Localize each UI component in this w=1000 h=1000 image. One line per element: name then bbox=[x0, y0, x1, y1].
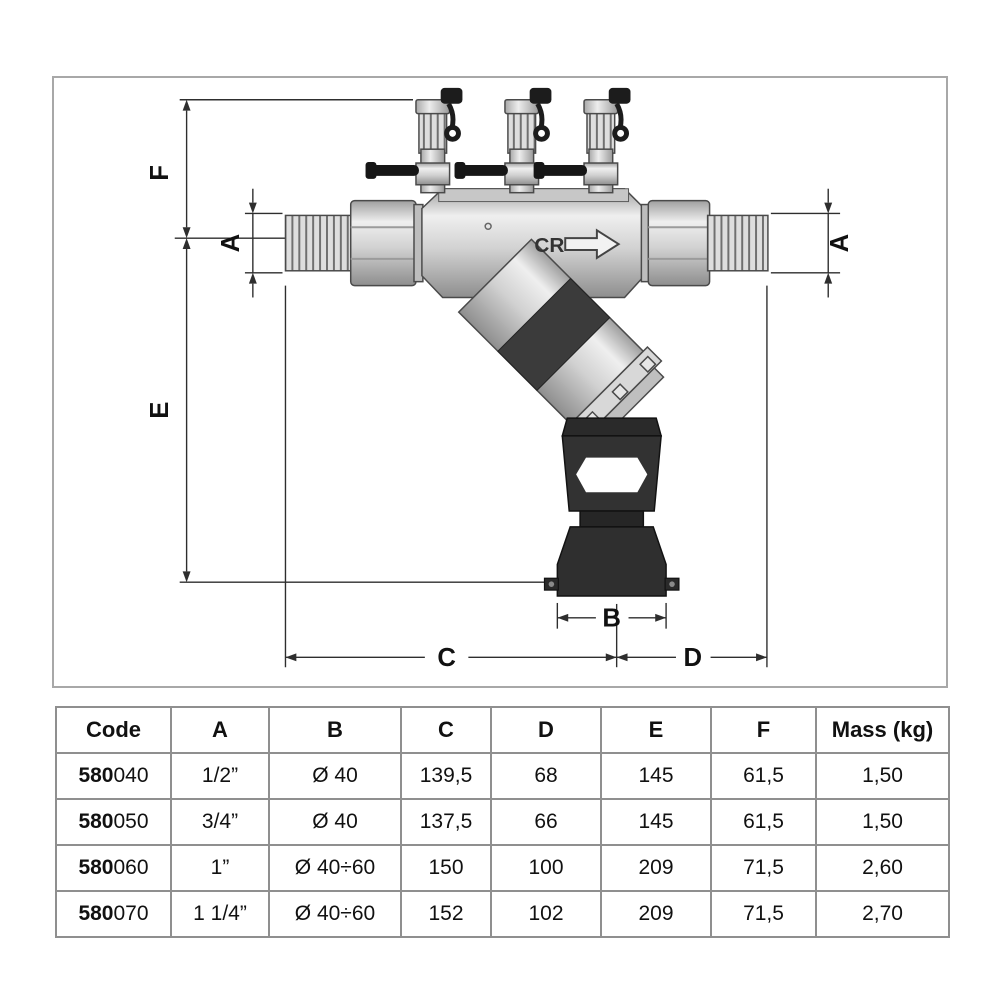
test-port-2 bbox=[454, 87, 552, 194]
code-prefix: 580 bbox=[78, 810, 114, 833]
code-suffix: 060 bbox=[113, 856, 149, 879]
cell-a: 1” bbox=[170, 844, 270, 892]
cell-c: 139,5 bbox=[400, 752, 492, 800]
dimension-c: C bbox=[285, 644, 617, 672]
test-port-1-cap bbox=[440, 87, 463, 104]
left-union-nut bbox=[349, 199, 417, 287]
dimension-a-left-label: A bbox=[217, 234, 245, 253]
cell-f: 61,5 bbox=[710, 752, 817, 800]
valve-assembly: CR bbox=[284, 87, 769, 597]
dimension-a-left: A bbox=[217, 188, 283, 298]
table-row: 580040 1/2” Ø 40 139,5 68 145 61,5 1,50 bbox=[55, 752, 950, 800]
cell-code: 580050 bbox=[55, 798, 172, 846]
table-header-row: Code A B C D E F Mass (kg) bbox=[55, 706, 950, 754]
right-union-nut bbox=[647, 199, 711, 287]
cell-b: Ø 40 bbox=[268, 798, 402, 846]
header-f: F bbox=[710, 706, 817, 754]
vent-hole bbox=[484, 222, 492, 231]
discharge-funnel bbox=[543, 417, 680, 597]
test-port-3-handle bbox=[539, 164, 587, 176]
dimension-e-label: E bbox=[146, 402, 174, 419]
code-prefix: 580 bbox=[78, 764, 114, 787]
dimension-b-label: B bbox=[602, 605, 621, 633]
header-d: D bbox=[490, 706, 602, 754]
table-row: 580070 1 1/4” Ø 40÷60 152 102 209 71,5 2… bbox=[55, 890, 950, 938]
valve-drawing: F E bbox=[146, 87, 854, 672]
flow-direction-arrow-icon bbox=[564, 228, 621, 260]
cell-mass: 2,70 bbox=[815, 890, 950, 938]
cell-code: 580060 bbox=[55, 844, 172, 892]
cell-mass: 1,50 bbox=[815, 798, 950, 846]
cell-a: 1/2” bbox=[170, 752, 270, 800]
cell-f: 71,5 bbox=[710, 890, 817, 938]
brand-mark: CR bbox=[534, 234, 564, 257]
cell-c: 137,5 bbox=[400, 798, 492, 846]
cell-a: 3/4” bbox=[170, 798, 270, 846]
cell-e: 145 bbox=[600, 752, 712, 800]
header-c: C bbox=[400, 706, 492, 754]
cell-c: 152 bbox=[400, 890, 492, 938]
header-e: E bbox=[600, 706, 712, 754]
test-port-3 bbox=[533, 87, 631, 194]
dimension-d-label: D bbox=[683, 644, 702, 672]
cell-e: 145 bbox=[600, 798, 712, 846]
cell-mass: 1,50 bbox=[815, 752, 950, 800]
cell-e: 209 bbox=[600, 844, 712, 892]
test-port-2-cap bbox=[529, 87, 552, 104]
test-port-1-handle bbox=[371, 164, 419, 176]
funnel-bolt-left bbox=[548, 581, 555, 587]
cell-f: 71,5 bbox=[710, 844, 817, 892]
cell-e: 209 bbox=[600, 890, 712, 938]
cell-code: 580070 bbox=[55, 890, 172, 938]
code-suffix: 070 bbox=[113, 902, 149, 925]
table-row: 580050 3/4” Ø 40 137,5 66 145 61,5 1,50 bbox=[55, 798, 950, 846]
air-gap-window bbox=[576, 457, 648, 493]
dimension-d: D bbox=[616, 644, 767, 672]
left-thread bbox=[284, 214, 354, 272]
header-mass: Mass (kg) bbox=[815, 706, 950, 754]
dimension-a-right-label: A bbox=[826, 234, 854, 253]
code-prefix: 580 bbox=[78, 902, 114, 925]
dimension-f: F bbox=[146, 99, 414, 239]
test-port-1 bbox=[365, 87, 463, 194]
cell-d: 102 bbox=[490, 890, 602, 938]
cell-d: 66 bbox=[490, 798, 602, 846]
header-a: A bbox=[170, 706, 270, 754]
dimension-f-label: F bbox=[146, 165, 174, 181]
dimension-lines: F E bbox=[146, 99, 854, 672]
dimension-c-label: C bbox=[437, 644, 456, 672]
cell-c: 150 bbox=[400, 844, 492, 892]
header-code: Code bbox=[55, 706, 172, 754]
cell-mass: 2,60 bbox=[815, 844, 950, 892]
code-suffix: 040 bbox=[113, 764, 149, 787]
dimension-e: E bbox=[146, 237, 564, 583]
code-suffix: 050 bbox=[113, 810, 149, 833]
right-thread bbox=[706, 214, 769, 272]
cell-b: Ø 40÷60 bbox=[268, 844, 402, 892]
dimension-table: Code A B C D E F Mass (kg) 580040 1/2” Ø… bbox=[55, 706, 950, 938]
cell-d: 100 bbox=[490, 844, 602, 892]
dimension-b: B bbox=[556, 602, 667, 633]
technical-drawing-frame: F E bbox=[52, 76, 948, 688]
table-row: 580060 1” Ø 40÷60 150 100 209 71,5 2,60 bbox=[55, 844, 950, 892]
code-prefix: 580 bbox=[78, 856, 114, 879]
funnel-bolt-right bbox=[669, 581, 675, 587]
cell-code: 580040 bbox=[55, 752, 172, 800]
cell-a: 1 1/4” bbox=[170, 890, 270, 938]
test-port-2-handle bbox=[460, 164, 508, 176]
cell-b: Ø 40 bbox=[268, 752, 402, 800]
dimension-a-right: A bbox=[770, 188, 854, 298]
header-b: B bbox=[268, 706, 402, 754]
test-port-3-cap bbox=[608, 87, 631, 104]
cell-b: Ø 40÷60 bbox=[268, 890, 402, 938]
cell-f: 61,5 bbox=[710, 798, 817, 846]
cell-d: 68 bbox=[490, 752, 602, 800]
